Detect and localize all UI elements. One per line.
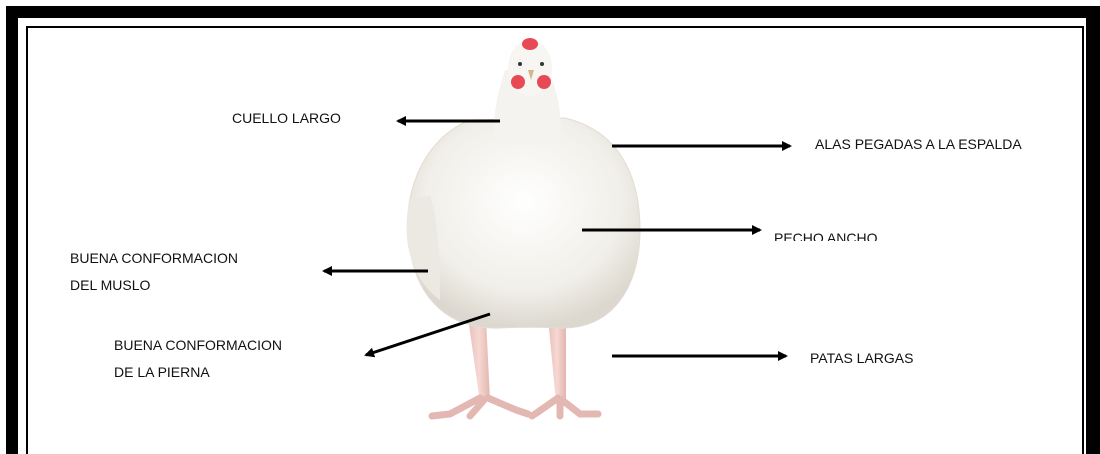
- comb: [522, 38, 538, 50]
- label-leg-line2: DE LA PIERNA: [114, 360, 210, 384]
- chicken-illustration: [407, 38, 640, 416]
- left-foot: [432, 398, 528, 416]
- label-thigh-line2: DEL MUSLO: [70, 273, 150, 297]
- label-neck: CUELLO LARGO: [232, 106, 341, 130]
- label-leg-line1: BUENA CONFORMACION: [114, 333, 282, 357]
- left-wattle: [511, 75, 525, 89]
- label-feet: PATAS LARGAS: [810, 346, 913, 370]
- chicken-body: [408, 118, 641, 328]
- right-foot: [532, 398, 598, 416]
- left-eye: [518, 62, 522, 66]
- right-leg: [548, 318, 566, 402]
- left-leg: [468, 318, 490, 402]
- label-wings: ALAS PEGADAS A LA ESPALDA: [815, 132, 1022, 156]
- right-wattle: [537, 75, 551, 89]
- right-eye: [540, 62, 544, 66]
- label-chest: PECHO ANCHO: [774, 225, 877, 241]
- label-thigh-line1: BUENA CONFORMACION: [70, 246, 238, 270]
